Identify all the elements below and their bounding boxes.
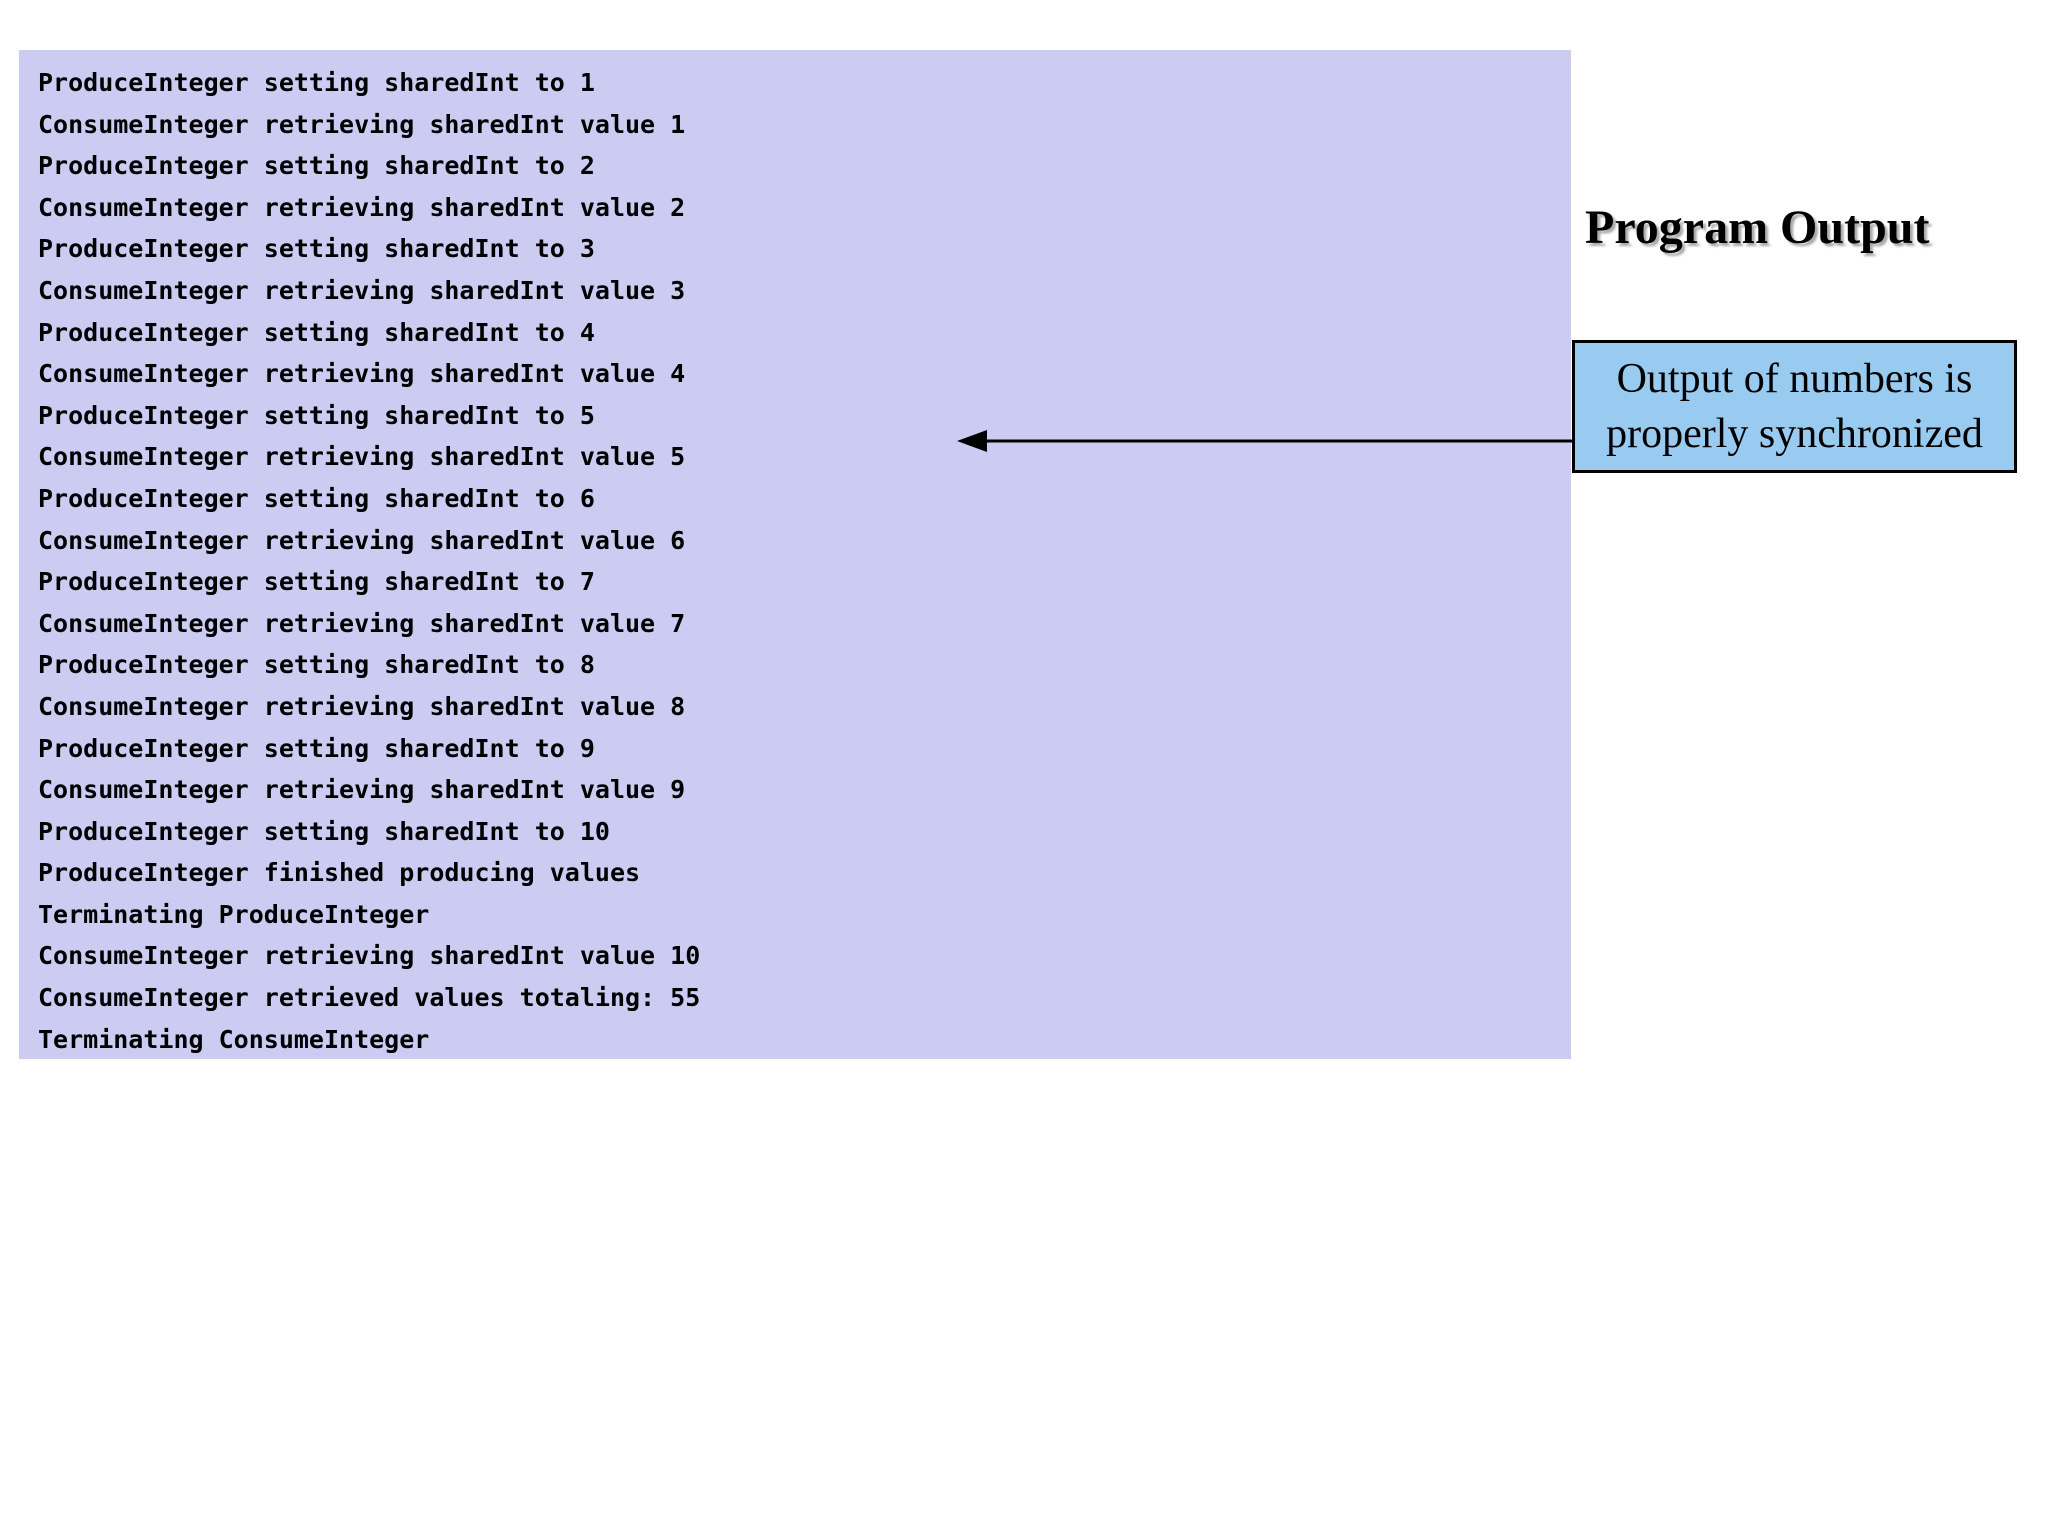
console-output-panel: ProduceInteger setting sharedInt to 1 Co… [19,50,1571,1059]
program-output-heading: Program Output [1585,201,1930,254]
callout-box: Output of numbers is properly synchroniz… [1572,340,2017,473]
console-output-text: ProduceInteger setting sharedInt to 1 Co… [38,68,701,1054]
callout-text: Output of numbers is properly synchroniz… [1606,355,1983,457]
callout-arrow-icon [957,430,1575,452]
